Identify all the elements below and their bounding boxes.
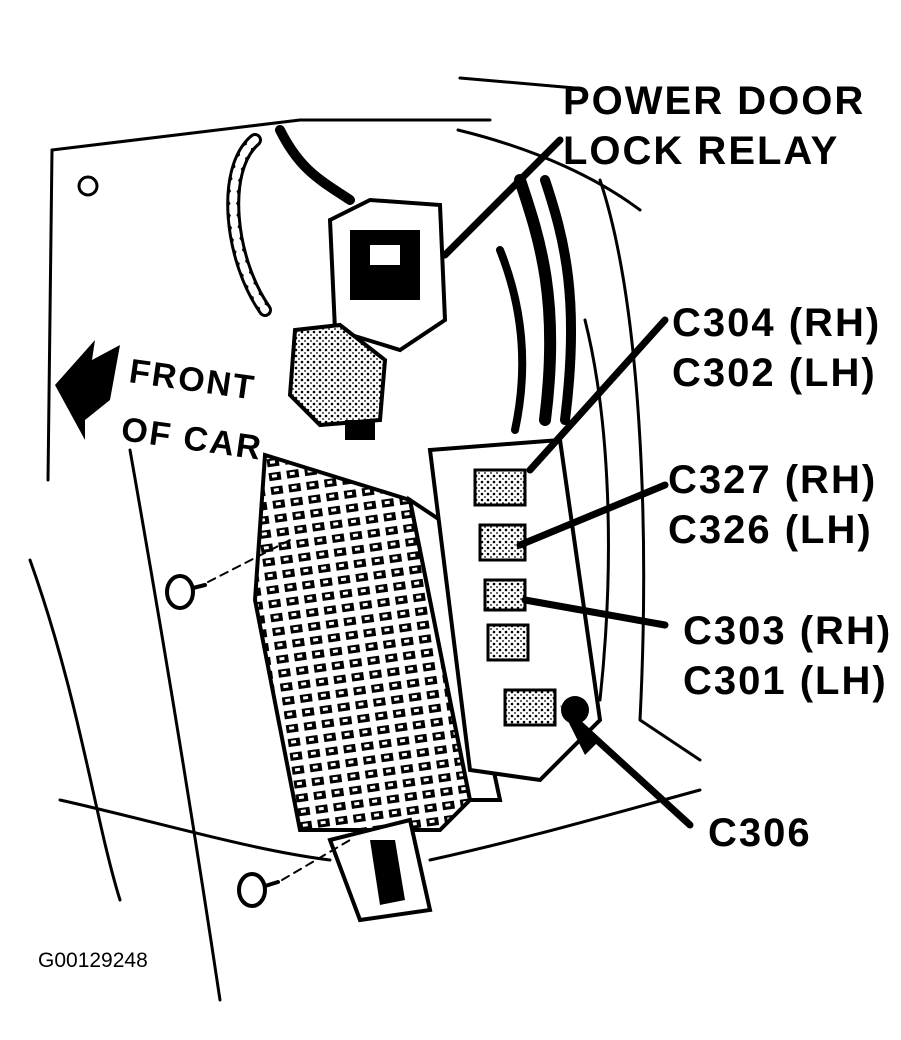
front-of-car-arrow-icon <box>55 340 120 440</box>
leader-c303-c301 <box>521 596 669 629</box>
connector-block <box>427 437 603 783</box>
leader-c327-c326 <box>516 481 669 549</box>
label-c304-rh: C304 (RH) <box>672 301 881 345</box>
arrow-head-c306 <box>560 705 600 755</box>
leader-power-door-lock-relay <box>441 136 564 259</box>
label-front-of-car-2: OF CAR <box>119 410 265 467</box>
screw-upper <box>165 539 291 610</box>
label-c306: C306 <box>708 811 812 855</box>
label-front-of-car-1: FRONT <box>127 352 258 407</box>
label-c303-rh: C303 (RH) <box>683 609 892 653</box>
label-c302-lh: C302 (LH) <box>672 351 877 395</box>
label-power-door-lock-relay-1: POWER DOOR <box>563 79 865 123</box>
wiring-harness <box>226 125 577 434</box>
label-c327-rh: C327 (RH) <box>668 458 877 502</box>
figure-id: G00129248 <box>38 949 148 972</box>
label-c301-lh: C301 (LH) <box>683 659 888 703</box>
leader-c304-c302 <box>526 316 669 474</box>
power-door-lock-relay <box>287 197 448 440</box>
screw-lower <box>237 839 351 908</box>
label-power-door-lock-relay-2: LOCK RELAY <box>563 129 839 173</box>
body-bolt-icon <box>77 175 99 197</box>
label-c326-lh: C326 (LH) <box>668 508 873 552</box>
